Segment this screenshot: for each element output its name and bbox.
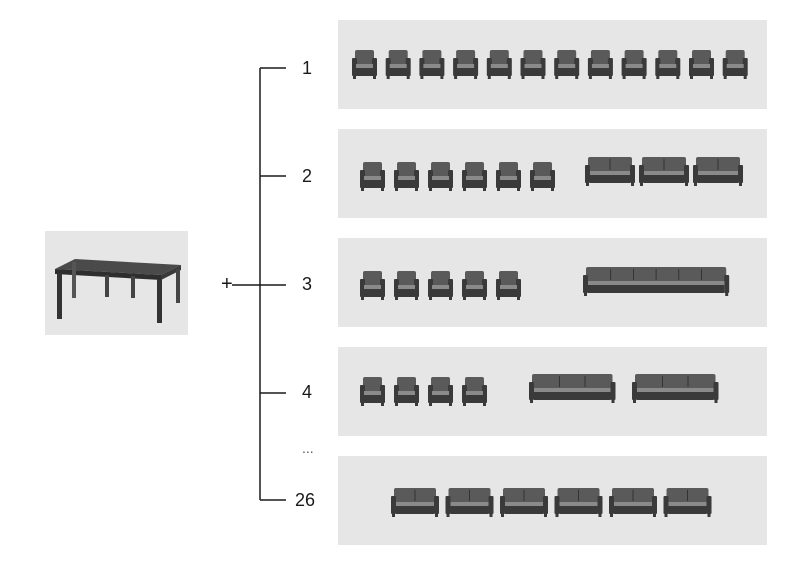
sofa-icon xyxy=(639,157,689,186)
dining-table-icon xyxy=(55,259,181,323)
sofa-icon xyxy=(693,157,743,186)
armchair-icon xyxy=(360,271,385,300)
config-panel-1 xyxy=(338,20,767,109)
sofa-icon xyxy=(391,488,439,517)
armchair-icon xyxy=(352,50,377,79)
armchair-icon xyxy=(419,50,445,79)
armchair-icon xyxy=(722,50,748,79)
armchair-icon xyxy=(689,50,714,79)
config-label-2: 2 xyxy=(302,166,313,186)
armchair-icon xyxy=(360,377,385,406)
armchair-icon xyxy=(462,162,487,191)
config-label-1: 1 xyxy=(302,58,313,78)
config-label-3: 3 xyxy=(302,274,313,294)
config-panel-2 xyxy=(338,129,767,218)
armchair-icon xyxy=(394,271,419,300)
armchair-icon xyxy=(655,50,681,79)
sofa-icon xyxy=(529,374,616,403)
armchair-icon xyxy=(530,162,555,191)
sofa-icon xyxy=(632,374,719,403)
armchair-icon xyxy=(520,50,546,79)
armchair-icon xyxy=(462,377,487,406)
config-panel-4 xyxy=(338,347,767,436)
armchair-icon xyxy=(453,50,479,79)
armchair-icon xyxy=(385,50,411,79)
table-panel xyxy=(45,231,188,335)
armchair-icon xyxy=(486,50,512,79)
sofa-icon xyxy=(554,488,603,517)
plus-operator: + xyxy=(221,273,233,295)
armchair-icon xyxy=(554,50,580,79)
armchair-icon xyxy=(428,271,453,300)
armchair-icon xyxy=(394,162,419,191)
config-panel-26 xyxy=(338,456,767,545)
sofa-icon xyxy=(445,488,494,517)
config-panel-3 xyxy=(338,238,767,327)
sofa-icon xyxy=(585,157,635,186)
ellipsis: ... xyxy=(302,440,314,456)
sofa-icon xyxy=(500,488,548,517)
armchair-icon xyxy=(496,271,521,300)
config-label-4: 4 xyxy=(302,382,313,402)
sofa-icon xyxy=(583,267,730,296)
sofa-icon xyxy=(663,488,712,517)
armchair-icon xyxy=(360,162,385,191)
sofa-icon xyxy=(609,488,657,517)
config-label-26: 26 xyxy=(295,490,316,510)
armchair-icon xyxy=(428,162,453,191)
armchair-icon xyxy=(462,271,487,300)
armchair-icon xyxy=(496,162,521,191)
armchair-icon xyxy=(394,377,419,406)
armchair-icon xyxy=(428,377,453,406)
armchair-icon xyxy=(587,50,613,79)
armchair-icon xyxy=(621,50,647,79)
